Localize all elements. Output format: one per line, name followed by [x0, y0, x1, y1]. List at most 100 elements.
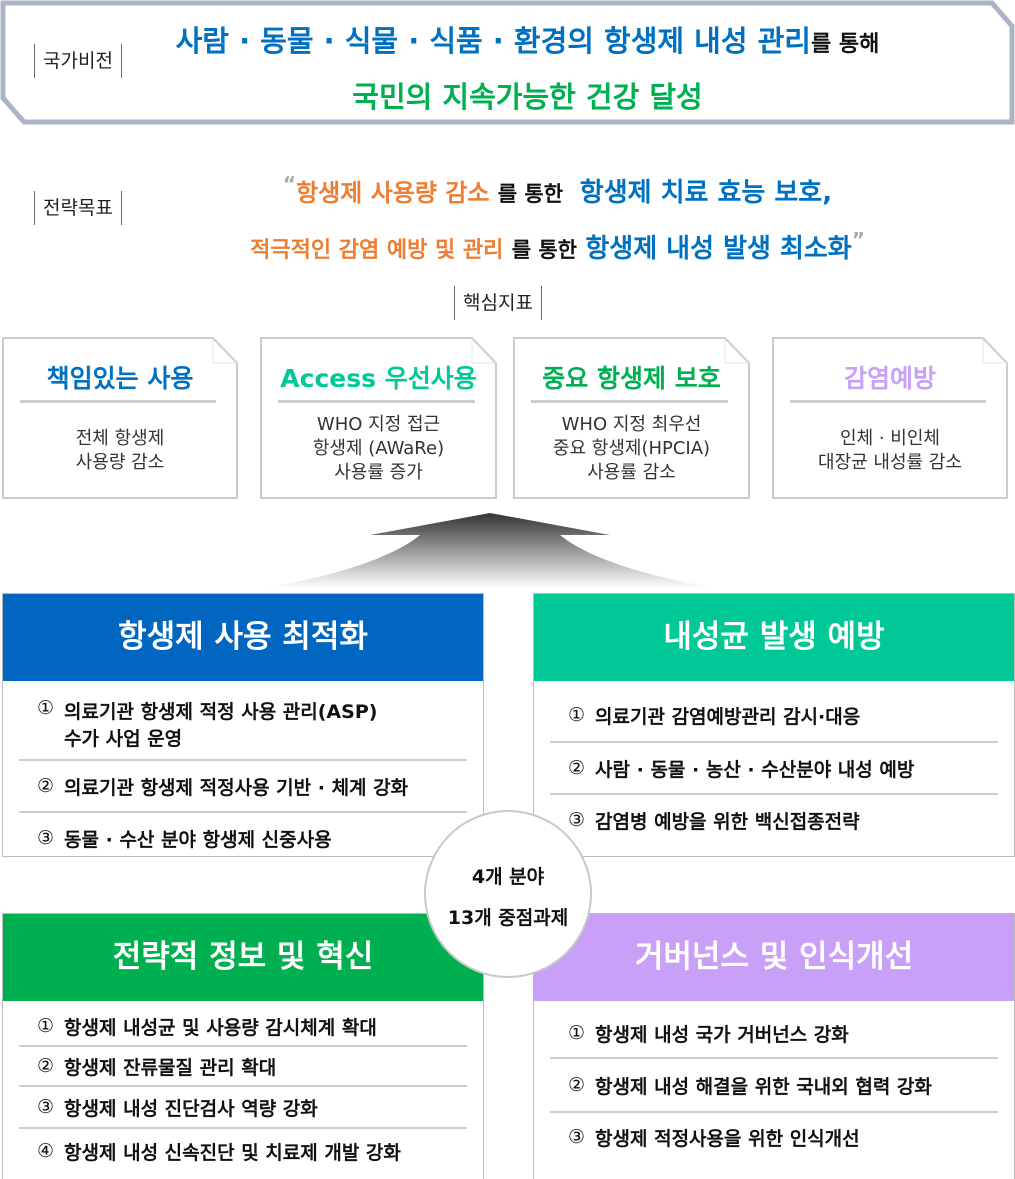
card-line: 사용량 감소 [75, 452, 165, 473]
area-header: 전략적 정보 및 혁신 [3, 914, 483, 1001]
indicators-label: 핵심지표 [454, 286, 542, 320]
center-line1: 4개 분야 [471, 866, 545, 888]
task-text-line: 의료기관 항생제 적정 사용 관리(ASP) [64, 701, 378, 723]
task-number: ① [568, 1022, 586, 1044]
task-number: ④ [37, 1140, 55, 1162]
task-text: 의료기관 항생제 적정사용 기반 · 체계 강화 [64, 773, 408, 800]
task-number: ③ [37, 827, 55, 849]
area-items: ① 항생제 내성균 및 사용량 감시체계 확대 ② 항생제 잔류물질 관리 확대 ③ 항생… [3, 1001, 483, 1173]
task-item: ② 항생제 내성 해결을 위한 국내외 협력 강화 [550, 1059, 998, 1113]
card-line: WHO 지정 최우선 [561, 414, 702, 435]
card-line: 대장균 내성률 감소 [818, 452, 962, 473]
up-arrow-icon [260, 513, 720, 588]
task-text: 의료기관 항생제 적정 사용 관리(ASP) 수가 사업 운영 [64, 697, 377, 751]
card-title: 감염예방 [843, 364, 936, 393]
card-divider [278, 400, 475, 403]
task-number: ③ [37, 1096, 55, 1118]
center-summary-circle: 4개 분야 13개 중점과제 [424, 810, 592, 978]
card-line: 중요 항생제(HPCIA) [552, 438, 711, 459]
task-number: ② [568, 1074, 586, 1096]
task-item: ① 항생제 내성균 및 사용량 감시체계 확대 [19, 1007, 467, 1047]
task-number: ③ [568, 1126, 586, 1148]
card-frame [2, 337, 238, 499]
area-header: 내성균 발생 예방 [534, 594, 1014, 681]
task-text: 사람 · 동물 · 농산 · 수산분야 내성 예방 [595, 755, 914, 782]
task-number: ① [37, 697, 55, 719]
task-item: ③ 항생제 적정사용을 위한 인식개선 [550, 1113, 998, 1161]
open-quote: “ [282, 172, 297, 196]
task-item: ③ 감염병 예방을 위한 백신접종전략 [550, 795, 998, 845]
task-text-line: 의료기관 항생제 적정사용 기반 · 체계 강화 [64, 776, 409, 799]
card-title: Access 우선사용 [280, 364, 477, 393]
card-frame [772, 337, 1008, 499]
task-text: 항생제 적정사용을 위한 인식개선 [595, 1124, 860, 1151]
vision-line2: 국민의 지속가능한 건강 달성 [352, 80, 703, 114]
task-text-line: 동물 · 수산 분야 항생제 신중사용 [64, 828, 332, 851]
task-text: 항생제 내성 진단검사 역량 강화 [64, 1094, 318, 1121]
task-text: 항생제 내성 신속진단 및 치료제 개발 강화 [64, 1138, 401, 1165]
vision-line1: 사람 · 동물 · 식물 · 식품 · 환경의 항생제 내성 관리를 통해 [20, 18, 1015, 60]
task-number: ② [37, 775, 55, 797]
card-divider [790, 400, 986, 403]
strategy-line2-blue: 항생제 내성 발생 최소화 [585, 234, 852, 264]
task-item: ③ 동물 · 수산 분야 항생제 신중사용 [19, 813, 467, 863]
task-number: ② [568, 757, 586, 779]
task-item: ① 항생제 내성 국가 거버넌스 강화 [550, 1009, 998, 1059]
task-item: ④ 항생제 내성 신속진단 및 치료제 개발 강화 [19, 1129, 467, 1173]
area-items: ① 항생제 내성 국가 거버넌스 강화 ② 항생제 내성 해결을 위한 국내외 협력 … [534, 1001, 1014, 1161]
task-number: ② [37, 1055, 55, 1077]
task-text: 항생제 내성 국가 거버넌스 강화 [595, 1020, 849, 1047]
task-text-line: 항생제 잔류물질 관리 확대 [64, 1056, 277, 1079]
task-item: ① 의료기관 항생제 적정 사용 관리(ASP) 수가 사업 운영 [19, 689, 467, 761]
card-line: 전체 항생제 [75, 428, 165, 449]
card-frame [513, 337, 750, 499]
task-text-line: 사람 · 동물 · 농산 · 수산분야 내성 예방 [595, 758, 915, 781]
close-quote: ” [851, 228, 865, 252]
strategy-line1: “항생제 사용량 감소 를 통한 항생제 치료 효능 보호, [50, 172, 1015, 209]
task-number: ① [37, 1015, 55, 1037]
strategy-line2-black: 를 통한 [511, 238, 578, 262]
strategy-label: 전략목표 [34, 191, 122, 225]
center-line2: 13개 중점과제 [447, 907, 569, 929]
task-item: ② 의료기관 항생제 적정사용 기반 · 체계 강화 [19, 761, 467, 813]
task-text: 항생제 내성균 및 사용량 감시체계 확대 [64, 1013, 377, 1040]
card-divider [531, 400, 728, 403]
area-strategic-info: 전략적 정보 및 혁신 ① 항생제 내성균 및 사용량 감시체계 확대 ② 항생제 잔류… [2, 913, 484, 1179]
task-text-line: 항생제 내성균 및 사용량 감시체계 확대 [64, 1016, 377, 1039]
area-header: 거버넌스 및 인식개선 [534, 914, 1014, 1001]
task-text: 동물 · 수산 분야 항생제 신중사용 [64, 825, 332, 852]
task-text-line: 항생제 적정사용을 위한 인식개선 [595, 1127, 860, 1150]
task-text-line: 항생제 내성 진단검사 역량 강화 [64, 1097, 318, 1120]
card-divider [20, 400, 216, 403]
strategy-line2-orange: 적극적인 감염 예방 및 관리 [250, 238, 504, 263]
area-antibiotic-optimization: 항생제 사용 최적화 ① 의료기관 항생제 적정 사용 관리(ASP) 수가 사업 운… [2, 593, 484, 857]
card-line: 항생제 (AWaRe) [312, 438, 445, 459]
vision-frame [0, 0, 1015, 125]
task-text: 항생제 내성 해결을 위한 국내외 협력 강화 [595, 1072, 932, 1099]
card-line: 사용률 감소 [587, 462, 676, 483]
area-governance: 거버넌스 및 인식개선 ① 항생제 내성 국가 거버넌스 강화 ② 항생제 내성 해결을… [533, 913, 1015, 1179]
task-text-line: 감염병 예방을 위한 백신접종전략 [595, 810, 860, 833]
card-line: WHO 지정 접근 [316, 414, 441, 435]
task-number: ③ [568, 809, 586, 831]
vision-line1-suffix: 를 통해 [810, 32, 880, 57]
card-line: 인체 · 비인체 [840, 428, 940, 449]
task-text-line: 항생제 내성 해결을 위한 국내외 협력 강화 [595, 1075, 932, 1098]
area-header: 항생제 사용 최적화 [3, 594, 483, 681]
strategy-line1-orange: 항생제 사용량 감소 [296, 179, 490, 207]
card-frame [260, 337, 497, 499]
task-text-line: 항생제 내성 국가 거버넌스 강화 [595, 1023, 849, 1046]
strategy-line1-black: 를 통한 [497, 182, 564, 206]
area-items: ① 의료기관 항생제 적정 사용 관리(ASP) 수가 사업 운영 ② 의료기관 항생제… [3, 681, 483, 863]
task-text-line: 수가 사업 운영 [64, 728, 183, 750]
task-text: 의료기관 감염예방관리 감시·대응 [595, 702, 860, 729]
